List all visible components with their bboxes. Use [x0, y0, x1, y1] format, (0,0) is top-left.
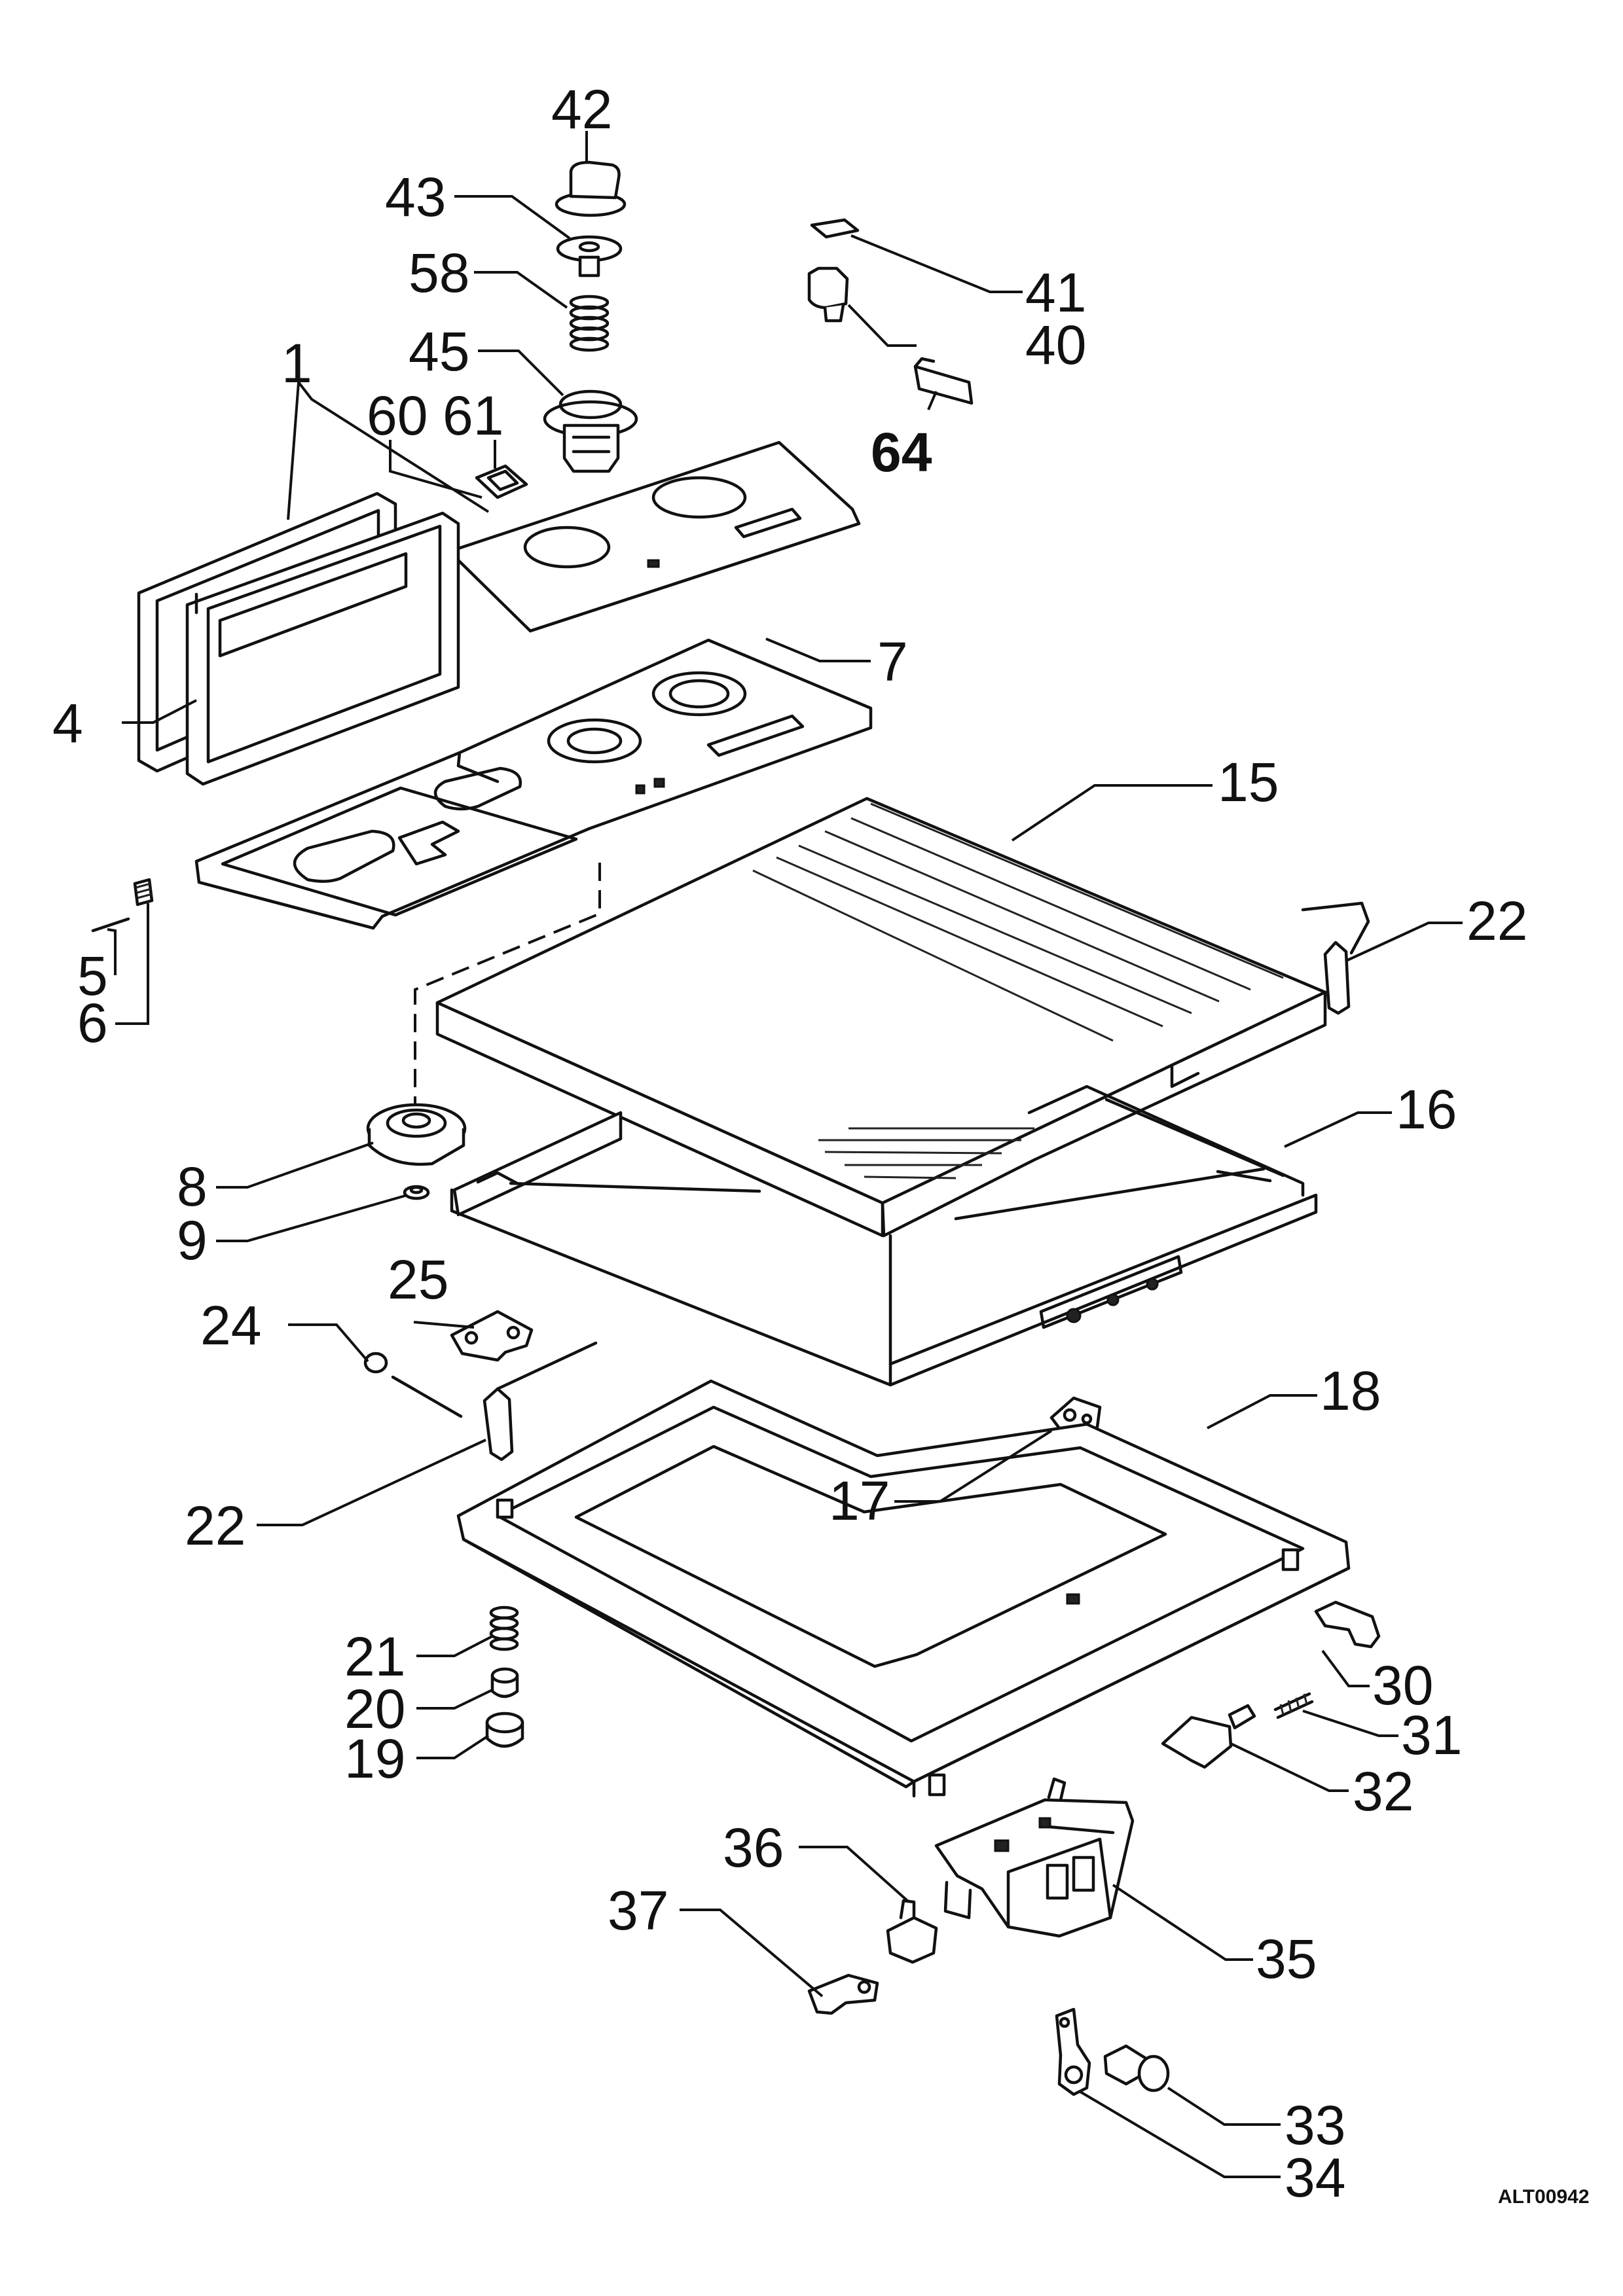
part-40-button: [807, 266, 849, 323]
part-41-cap: [810, 218, 860, 239]
callout-5: 5: [77, 945, 108, 1007]
assembly-dashline: [414, 863, 601, 1113]
part-22-hinge-pin-left: [391, 1341, 598, 1462]
callout-19: 19: [344, 1728, 405, 1789]
callout-35: 35: [1256, 1928, 1317, 1990]
callout-8: 8: [177, 1156, 208, 1217]
part-42-knob: [555, 160, 627, 217]
callout-30: 30: [1372, 1655, 1433, 1716]
part-16-inner-frame: [450, 1085, 1318, 1387]
callout-58: 58: [409, 242, 469, 304]
callout-60: 60: [367, 385, 428, 446]
part-33-plunger: [1103, 2044, 1170, 2092]
callout-40: 40: [1025, 314, 1086, 376]
part-58-spring: [569, 295, 610, 352]
part-6-spring: [133, 878, 154, 906]
part-64-clip: [913, 357, 974, 405]
callout-34: 34: [1285, 2147, 1345, 2208]
part-37-clamp: [807, 1973, 879, 2015]
callout-31: 31: [1401, 1704, 1462, 1766]
part-34-lever: [1055, 2007, 1091, 2096]
callout-61: 61: [443, 385, 503, 446]
part-35-lock-housing: [934, 1777, 1135, 1938]
callout-16: 16: [1396, 1079, 1457, 1140]
callout-33: 33: [1285, 2094, 1345, 2156]
callout-32: 32: [1353, 1761, 1413, 1822]
part-45-bezel: [543, 389, 638, 473]
part-9-washer: [403, 1185, 430, 1200]
drawing-reference-code: ALT00942: [1498, 2186, 1590, 2208]
part-8-dial: [366, 1103, 467, 1166]
callout-24: 24: [200, 1295, 261, 1356]
part-36-bracket: [886, 1899, 938, 1964]
callout-41: 41: [1025, 262, 1086, 323]
callout-42: 42: [551, 79, 612, 140]
part-21-spring: [489, 1605, 519, 1651]
callout-6: 6: [77, 992, 108, 1054]
part-32-latch-pin: [1161, 1704, 1256, 1769]
callout-20: 20: [344, 1678, 405, 1740]
callout-22-right: 22: [1467, 890, 1527, 952]
callout-37: 37: [608, 1880, 668, 1941]
part-43-washer: [556, 235, 623, 278]
part-7-control-housing: [194, 638, 873, 930]
part-60-61-seal: [475, 464, 528, 499]
part-31-spring: [1273, 1692, 1314, 1719]
callout-15: 15: [1218, 751, 1279, 813]
callout-9: 9: [177, 1210, 208, 1271]
part-15-lid: [435, 797, 1327, 1238]
part-20-bushing: [490, 1667, 519, 1698]
part-5-pin: [91, 917, 130, 933]
part-24-roller: [363, 1352, 388, 1374]
callout-43: 43: [385, 166, 446, 228]
callout-64: 64: [871, 422, 932, 483]
part-4-frame-window: [137, 492, 460, 786]
callout-18: 18: [1320, 1360, 1381, 1422]
part-19-foot: [485, 1712, 524, 1748]
callout-17: 17: [829, 1470, 890, 1532]
leader-lines: [107, 131, 1463, 2178]
part-22-hinge-pin-right: [1301, 901, 1370, 1015]
callout-4: 4: [52, 692, 83, 754]
callout-labels: 42 43 58 45 41 40 64 1 60 61 4 7 5 6 15 …: [52, 79, 1590, 2208]
callout-25: 25: [388, 1249, 448, 1310]
part-25-bracket: [450, 1310, 534, 1362]
callout-36: 36: [723, 1817, 784, 1878]
part-30-catch: [1314, 1600, 1381, 1649]
part-18-base-frame: [456, 1379, 1351, 1798]
callout-21: 21: [344, 1626, 405, 1687]
callout-22-left: 22: [185, 1495, 246, 1556]
callout-1: 1: [282, 332, 312, 394]
callout-7: 7: [877, 631, 908, 692]
callout-45: 45: [409, 321, 469, 382]
part-1-cover-plate: [454, 440, 861, 633]
